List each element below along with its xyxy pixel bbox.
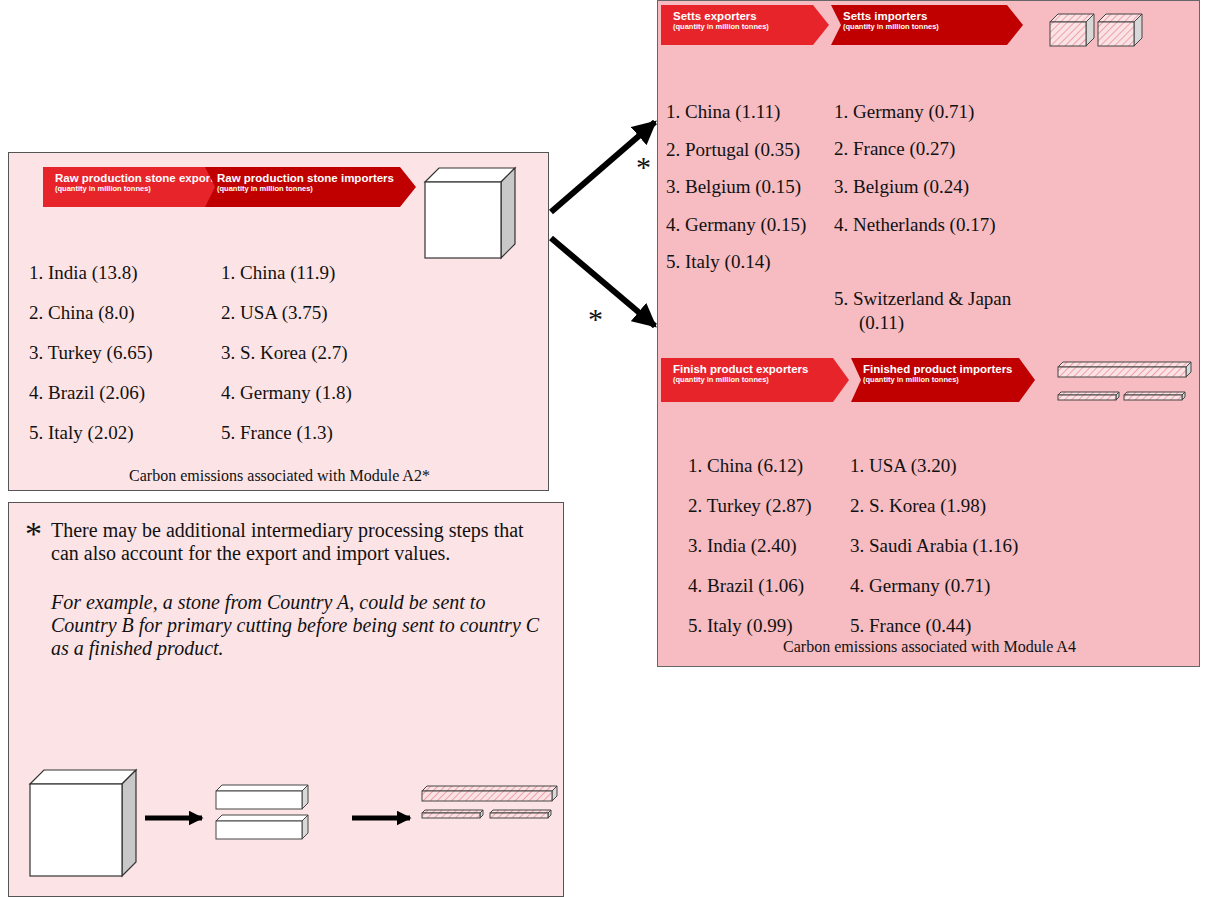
ranking-item: 2. Turkey (2.87) [688,494,812,518]
ranking-item: 3. S. Korea (2.7) [221,341,348,365]
chevron-polygon [831,5,1023,45]
ranking-item: 4. Netherlands (0.17) [834,213,1019,237]
ranking-item: 2. France (0.27) [834,137,1019,161]
edge-label: * [636,152,651,182]
caption-text: Carbon emissions associated with Module … [9,467,550,485]
header-chevron: Raw production stone importers(quantity … [205,167,416,207]
info-panel: 1. China (1.11) 2. Portugal (0.35) 3. Belg… [657,0,1200,667]
ranking-item: 1. China (11.9) [221,261,335,285]
flow-arrow [551,122,655,212]
ranking-item: 5. Italy (0.99) [688,614,792,638]
ranking-item: 3. Turkey (6.65) [29,341,153,365]
ranking-item: 1. China (1.11) [666,100,780,124]
ranking-item: 3. Belgium (0.15) [666,175,801,199]
chevron-title: Finished product importers [851,358,1035,375]
flow-arrow [551,238,655,326]
ranking-item: 2. Portugal (0.35) [666,138,800,162]
edge-label: * [588,304,603,334]
chevron-polygon [205,167,416,207]
header-chevron: Setts importers(quantity in million tonn… [831,5,1023,45]
ranking-item: 3. Saudi Arabia (1.16) [850,534,1018,558]
ranking-item: 2. China (8.0) [29,301,135,325]
chevron-subtitle: (quantity in million tonnes) [205,184,416,193]
chevron-title: Raw production stone importers [205,167,416,184]
chevron-title: Setts exporters [661,5,829,22]
chevron-polygon [851,358,1035,402]
chevron-title: Setts importers [831,5,1023,22]
note-text: There may be additional intermediary pro… [51,519,551,565]
chevron-subtitle: (quantity in million tonnes) [661,375,849,384]
chevron-title: Finish product exporters [661,358,849,375]
info-panel: *There may be additional intermediary pr… [8,502,564,897]
header-chevron: Setts exporters(quantity in million tonn… [661,5,829,45]
ranking-item: 4. Germany (0.71) [850,574,990,598]
ranking-item: 3. India (2.40) [688,534,797,558]
chevron-subtitle: (quantity in million tonnes) [661,22,829,31]
note-text: For example, a stone from Country A, cou… [51,591,551,660]
chevron-subtitle: (quantity in million tonnes) [851,375,1035,384]
chevron-polygon [661,358,849,402]
ranking-item: 1. USA (3.20) [850,454,957,478]
ranking-item: 4. Germany (0.15) [666,213,806,237]
ranking-item: 5. Italy (2.02) [29,421,133,445]
note-text: * [25,515,42,552]
caption-text: Carbon emissions associated with Module … [658,638,1201,656]
header-chevron: Finish product exporters(quantity in mil… [661,358,849,402]
ranking-item: 2. S. Korea (1.98) [850,494,986,518]
chevron-subtitle: (quantity in million tonnes) [831,22,1023,31]
ranking-item: 5. France (0.44) [850,614,971,638]
ranking-item: 4. Brazil (2.06) [29,381,145,405]
ranking-item: 4. Germany (1.8) [221,381,352,405]
ranking-item: 5. Switzerland & Japan (0.11) [834,287,1019,335]
ranking-item: 1. Germany (0.71) [834,100,1019,124]
ranking-item: 3. Belgium (0.24) [834,175,1019,199]
info-panel: 1. India (13.8) 2. China (8.0) 3. Turkey (… [8,152,549,491]
ranking-item: 4. Brazil (1.06) [688,574,804,598]
ranking-item: 2. USA (3.75) [221,301,328,325]
ranking-item: 5. France (1.3) [221,421,333,445]
ranking-item: 1. China (6.12) [688,454,803,478]
ranking-item: 5. Italy (0.14) [666,250,770,274]
chevron-polygon [661,5,829,45]
header-chevron: Finished product importers(quantity in m… [851,358,1035,402]
ranking-item: 1. India (13.8) [29,261,138,285]
